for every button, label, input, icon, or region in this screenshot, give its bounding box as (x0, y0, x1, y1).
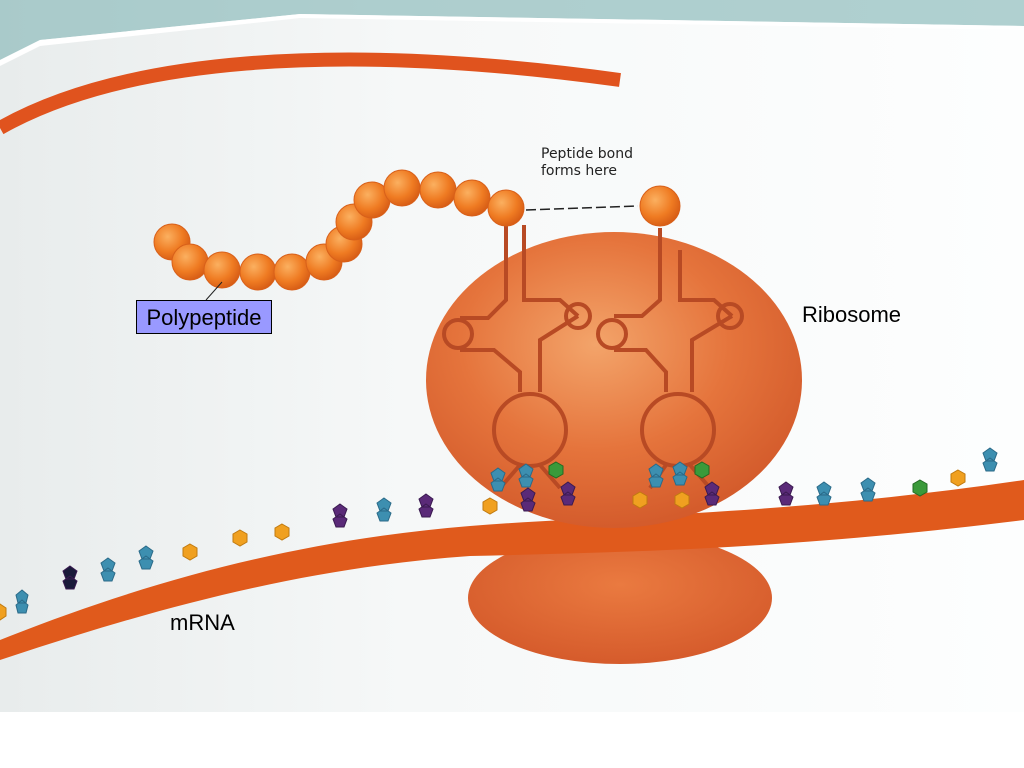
hexagon-base-icon (232, 529, 248, 547)
hexagon-base-icon (482, 497, 498, 515)
pentagon-base-icon (15, 589, 29, 614)
pentagon-base-icon (62, 565, 78, 590)
pentagon-base-icon (520, 487, 536, 512)
pentagon-base-icon (332, 503, 348, 528)
pentagon-base-icon (648, 463, 664, 488)
pentagon-base-icon (490, 467, 506, 492)
polypeptide-label: Polypeptide (136, 300, 272, 334)
pentagon-base-icon (100, 557, 116, 582)
hexagon-base-icon (950, 469, 966, 487)
pentagon-base-icon (982, 447, 998, 472)
ribosome-small-subunit (468, 532, 772, 664)
polypeptide-pointer (205, 281, 223, 301)
peptide-bond-label: Peptide bond forms here (541, 146, 633, 179)
hexagon-base-icon (274, 523, 290, 541)
pentagon-base-icon (672, 461, 688, 486)
amino-acid (419, 171, 457, 209)
ribosome-large-subunit (426, 232, 802, 528)
pentagon-base-icon (518, 463, 534, 488)
teal-page-edge (0, 0, 1024, 60)
amino-acid (239, 253, 277, 291)
pentagon-base-icon (778, 481, 794, 506)
pentagon-base-icon (860, 477, 876, 502)
amino-acid (487, 189, 525, 227)
pentagon-base-icon (816, 481, 832, 506)
hexagon-base-icon (694, 461, 710, 479)
amino-acid-incoming (639, 185, 681, 227)
mrna-label: mRNA (170, 610, 235, 635)
amino-acid (171, 243, 209, 281)
hexagon-base-icon (182, 543, 198, 561)
hexagon-base-icon (912, 479, 928, 497)
pentagon-base-icon (418, 493, 434, 518)
hexagon-base-icon (0, 603, 7, 621)
hexagon-base-icon (632, 491, 648, 509)
pentagon-base-icon (560, 481, 576, 506)
amino-acid (383, 169, 421, 207)
hexagon-base-icon (548, 461, 564, 479)
upper-strand (0, 52, 621, 135)
peptide-bond-dashes (525, 205, 639, 211)
ribosome-label: Ribosome (802, 302, 902, 327)
mrna-bases (0, 447, 998, 621)
pentagon-base-icon (704, 481, 720, 506)
mrna-strand (0, 480, 1024, 660)
amino-acid (273, 253, 311, 291)
polypeptide-chain (153, 169, 681, 291)
pentagon-base-icon (138, 545, 154, 570)
hexagon-base-icon (674, 491, 690, 509)
amino-acid (453, 179, 491, 217)
trna-left (442, 225, 592, 490)
pentagon-base-icon (376, 497, 392, 522)
